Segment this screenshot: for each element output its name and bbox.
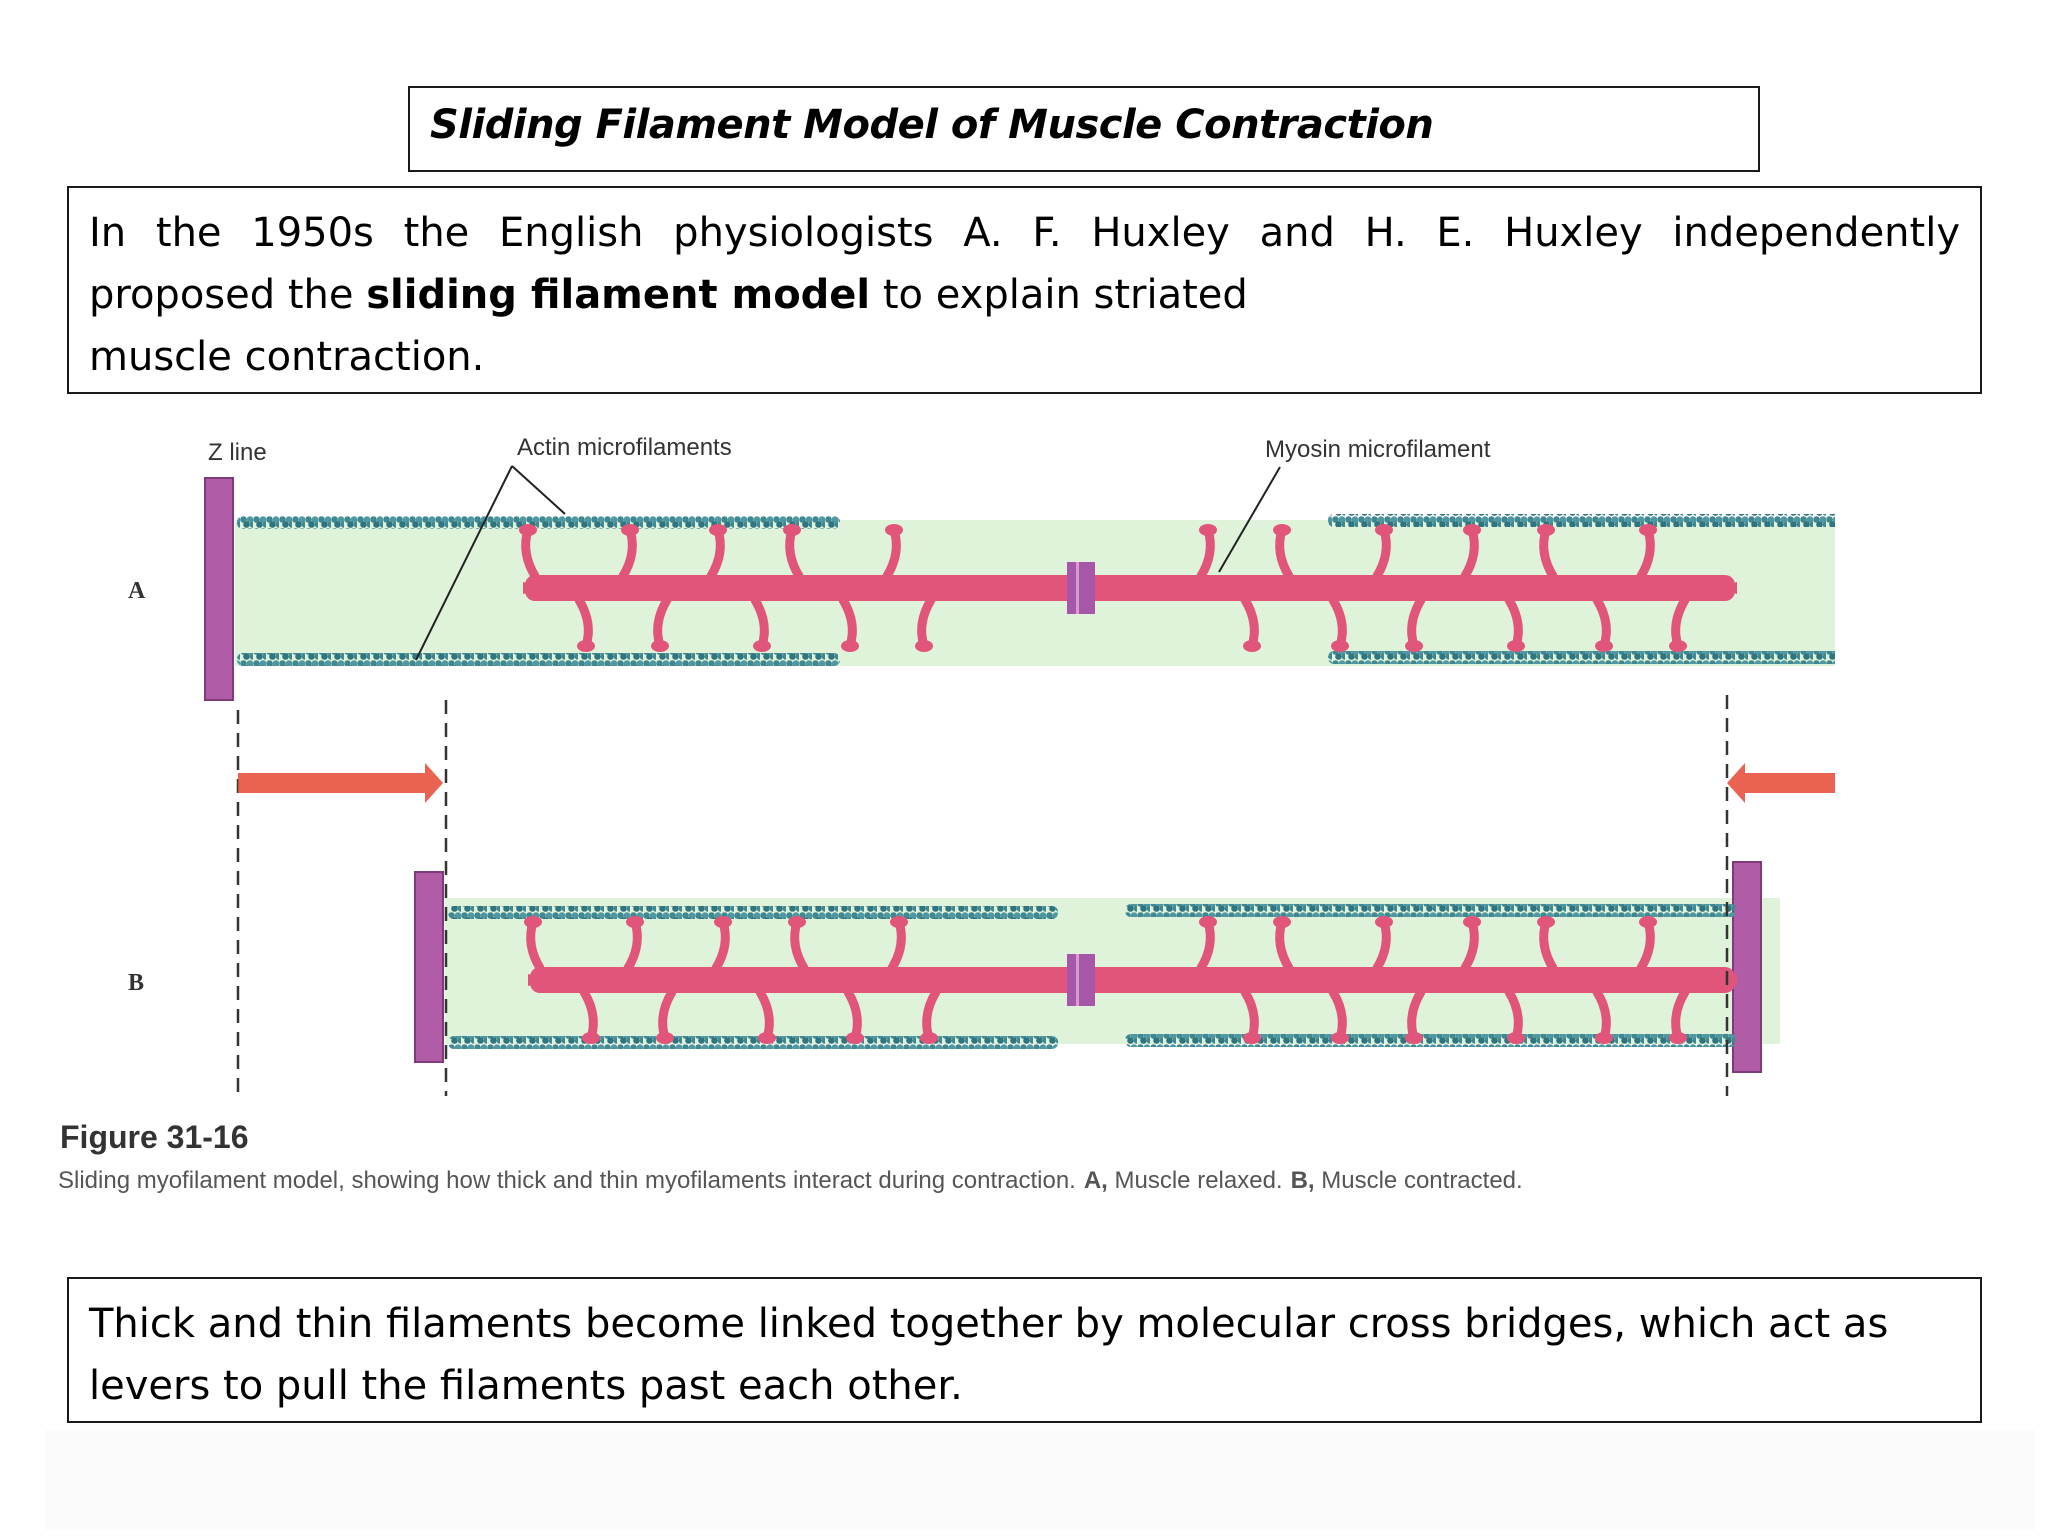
slide-title: Sliding Filament Model of Muscle Contrac… <box>430 102 1434 148</box>
actin-strand-5 <box>448 906 1058 919</box>
actin-strand-6 <box>448 1036 1058 1049</box>
m-line-stripe <box>1076 954 1079 1006</box>
intro-line-2-start: proposed the <box>89 272 367 318</box>
z-disc-1 <box>204 477 234 701</box>
myosin-head-tip <box>1537 524 1555 536</box>
myosin-shaft <box>525 575 1735 601</box>
arrow-left-to-right <box>238 763 443 803</box>
myosin-head-tip <box>1537 916 1555 928</box>
figure-drawing: Z line Actin microfilaments Myosin micro… <box>58 434 1835 1194</box>
m-line-stripe <box>1076 562 1079 614</box>
myosin-head-tip <box>656 1032 674 1044</box>
myosin-head-tip <box>1375 524 1393 536</box>
myosin-head-tip <box>1463 524 1481 536</box>
z-line-label: Z line <box>208 439 267 466</box>
myosin-head-tip <box>1507 1032 1525 1044</box>
label-pointers <box>415 465 1281 661</box>
intro-text-box: In the 1950s the English physiologists A… <box>67 186 1982 394</box>
actin-label: Actin microfilaments <box>517 434 732 461</box>
actin-strand-3 <box>1328 514 1835 527</box>
z-disc-3 <box>414 871 444 1063</box>
myosin-head-tip <box>1273 916 1291 928</box>
actin-filaments <box>237 514 1835 1049</box>
myosin-head-tip <box>1405 640 1423 652</box>
myosin-head-tip <box>519 524 537 536</box>
myosin-shaft <box>530 967 1735 993</box>
myosin-head-tip <box>885 524 903 536</box>
myosin-head-tip <box>1331 1032 1349 1044</box>
myosin-head-tip <box>1463 916 1481 928</box>
intro-line-1: In the 1950s the English physiologists A… <box>89 210 1960 256</box>
myosin-head-tip <box>651 640 669 652</box>
guide-lines <box>236 695 1729 1096</box>
figure-caption-title: Figure 31-16 <box>60 1119 249 1155</box>
myosin-head-tip <box>890 916 908 928</box>
intro-line-2: proposed the sliding filament model to e… <box>89 264 1960 326</box>
myosin-head-tip <box>709 524 727 536</box>
bottom-text-box: Thick and thin filaments become linked t… <box>67 1277 1982 1423</box>
myosin-head-tip <box>783 524 801 536</box>
myosin-head-tip <box>1639 524 1657 536</box>
intro-bold-term: sliding filament model <box>366 272 871 318</box>
myosin-head-tip <box>915 640 933 652</box>
actin-strand-2 <box>237 653 840 666</box>
myosin-head-tip <box>788 916 806 928</box>
myosin-head-tip <box>1243 640 1261 652</box>
caption-b-text: Muscle contracted. <box>1315 1167 1523 1194</box>
myosin-head-tip <box>753 640 771 652</box>
myosin-label: Myosin microfilament <box>1265 436 1491 463</box>
myosin-head-tip <box>1199 524 1217 536</box>
z-disc-4 <box>1732 861 1762 1073</box>
myosin-end <box>523 582 545 594</box>
intro-line-2-end: to explain striated <box>870 272 1248 318</box>
myosin-head-tip <box>1507 640 1525 652</box>
actin-strand-7 <box>1125 904 1737 917</box>
panel-b-label: B <box>128 970 144 996</box>
myosin-head-tip <box>1669 1032 1687 1044</box>
myosin-head-tip <box>1243 1032 1261 1044</box>
myosin-head-tip <box>577 640 595 652</box>
myosin-head-tip <box>582 1032 600 1044</box>
myosin-head-tip <box>626 916 644 928</box>
figure-caption: Sliding myofilament model, showing how t… <box>58 1167 1523 1194</box>
myosin-head-tip <box>621 524 639 536</box>
actin-strand-8 <box>1125 1034 1737 1047</box>
myosin-head-tip <box>758 1032 776 1044</box>
panel-a-label: A <box>128 578 146 604</box>
myosin-head-tip <box>920 1032 938 1044</box>
actin-strand-1 <box>237 516 840 529</box>
myosin-head-tip <box>846 1032 864 1044</box>
actin-strand-4 <box>1328 651 1835 664</box>
caption-intro: Sliding myofilament model, showing how t… <box>58 1167 1076 1194</box>
myosin-head-tip <box>524 916 542 928</box>
myosin-filaments <box>519 524 1737 1044</box>
myosin-head-tip <box>1273 524 1291 536</box>
page-bottom-shade <box>45 1430 2035 1530</box>
title-box: Sliding Filament Model of Muscle Contrac… <box>408 86 1760 172</box>
caption-a-letter: A, <box>1084 1167 1108 1194</box>
intro-line-3: muscle contraction. <box>89 334 485 380</box>
myosin-head-tip <box>1595 1032 1613 1044</box>
sliding-filament-figure: Z line Actin microfilaments Myosin micro… <box>45 420 1835 1210</box>
caption-a-text: Muscle relaxed. <box>1108 1167 1283 1194</box>
myosin-end <box>528 974 550 986</box>
myosin-head-tip <box>1669 640 1687 652</box>
myosin-head-tip <box>1375 916 1393 928</box>
arrow-right-to-left <box>1727 763 1835 803</box>
myosin-head-tip <box>841 640 859 652</box>
myosin-filament-2 <box>524 916 1737 1044</box>
myosin-head-tip <box>1595 640 1613 652</box>
myosin-filament-1 <box>519 524 1737 652</box>
caption-b-letter: B, <box>1291 1167 1315 1194</box>
myosin-head-tip <box>714 916 732 928</box>
myosin-head-tip <box>1639 916 1657 928</box>
myosin-head-tip <box>1331 640 1349 652</box>
myosin-head-tip <box>1405 1032 1423 1044</box>
myosin-end <box>1715 582 1737 594</box>
myosin-head-tip <box>1199 916 1217 928</box>
bottom-text: Thick and thin filaments become linked t… <box>89 1301 1889 1409</box>
z-lines <box>204 477 1762 1073</box>
m-line <box>1067 954 1095 1006</box>
m-line <box>1067 562 1095 614</box>
